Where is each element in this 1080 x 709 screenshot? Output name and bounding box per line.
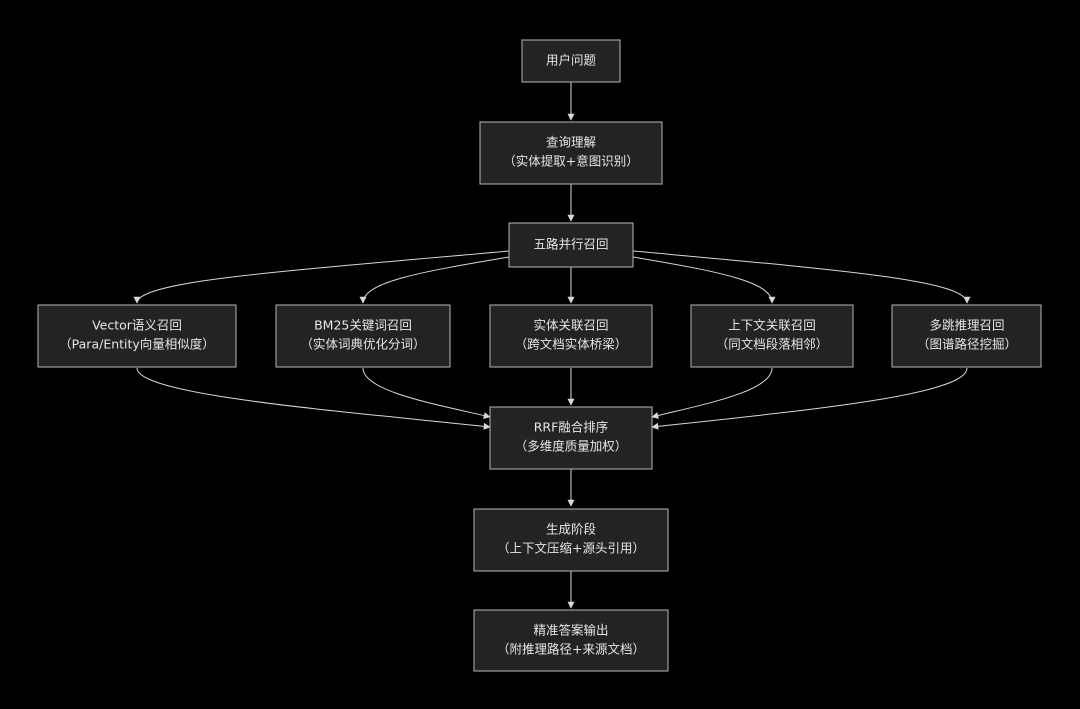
edge-five-way-to-vector-recall (133, 250, 510, 304)
node-answer-output-subtitle: （附推理路径+来源文档） (497, 642, 645, 657)
node-five-way-recall-label: 五路并行召回 (533, 237, 608, 252)
node-bm25-recall-subtitle: （实体词典优化分词） (300, 337, 425, 352)
node-multihop-recall-title: 多跳推理召回 (929, 318, 1004, 333)
edge-vector-recall-to-rrf (136, 367, 491, 430)
node-answer-output-title: 精准答案输出 (533, 623, 608, 638)
node-query-understanding-title: 查询理解 (546, 135, 596, 150)
node-generation-title: 生成阶段 (546, 522, 596, 537)
node-rrf-fusion-title: RRF融合排序 (534, 420, 609, 435)
node-rrf-fusion-subtitle: （多维度质量加权） (515, 439, 628, 454)
node-query-understanding: 查询理解 （实体提取+意图识别） (479, 121, 663, 185)
edge-context-recall-to-rrf (651, 367, 773, 419)
node-context-recall-title: 上下文关联召回 (728, 318, 816, 333)
node-generation-subtitle: （上下文压缩+源头引用） (497, 541, 645, 556)
edge-multihop-recall-to-rrf (651, 367, 968, 430)
edge-five-way-to-context-recall (632, 256, 776, 304)
node-context-recall: 上下文关联召回 （同文档段落相邻） (690, 304, 854, 368)
node-question: 用户问题 (521, 39, 621, 83)
node-question-label: 用户问题 (546, 53, 597, 68)
node-bm25-recall: BM25关键词召回 （实体词典优化分词） (275, 304, 451, 368)
node-vector-recall-subtitle: （Para/Entity向量相似度） (59, 337, 215, 352)
node-five-way-recall: 五路并行召回 (508, 222, 634, 268)
node-multihop-recall: 多跳推理召回 （图谱路径挖掘） (891, 304, 1042, 368)
node-context-recall-subtitle: （同文档段落相邻） (716, 337, 829, 352)
node-multihop-recall-subtitle: （图谱路径挖掘） (917, 337, 1017, 352)
node-vector-recall: Vector语义召回 （Para/Entity向量相似度） (37, 304, 237, 368)
node-entity-recall-title: 实体关联召回 (533, 318, 608, 333)
node-entity-recall-subtitle: （跨文档实体桥梁） (515, 337, 628, 352)
edge-five-way-to-multihop-recall (632, 250, 971, 304)
node-vector-recall-title: Vector语义召回 (92, 318, 182, 333)
node-bm25-recall-title: BM25关键词召回 (314, 318, 412, 333)
node-entity-recall: 实体关联召回 （跨文档实体桥梁） (489, 304, 653, 368)
edge-bm25-recall-to-rrf (362, 367, 491, 419)
node-rrf-fusion: RRF融合排序 （多维度质量加权） (489, 406, 653, 470)
edges (133, 82, 971, 609)
edge-five-way-to-bm25-recall (359, 256, 510, 304)
node-query-understanding-subtitle: （实体提取+意图识别） (503, 154, 638, 169)
node-answer-output: 精准答案输出 （附推理路径+来源文档） (473, 609, 669, 672)
node-generation: 生成阶段 （上下文压缩+源头引用） (473, 508, 669, 572)
